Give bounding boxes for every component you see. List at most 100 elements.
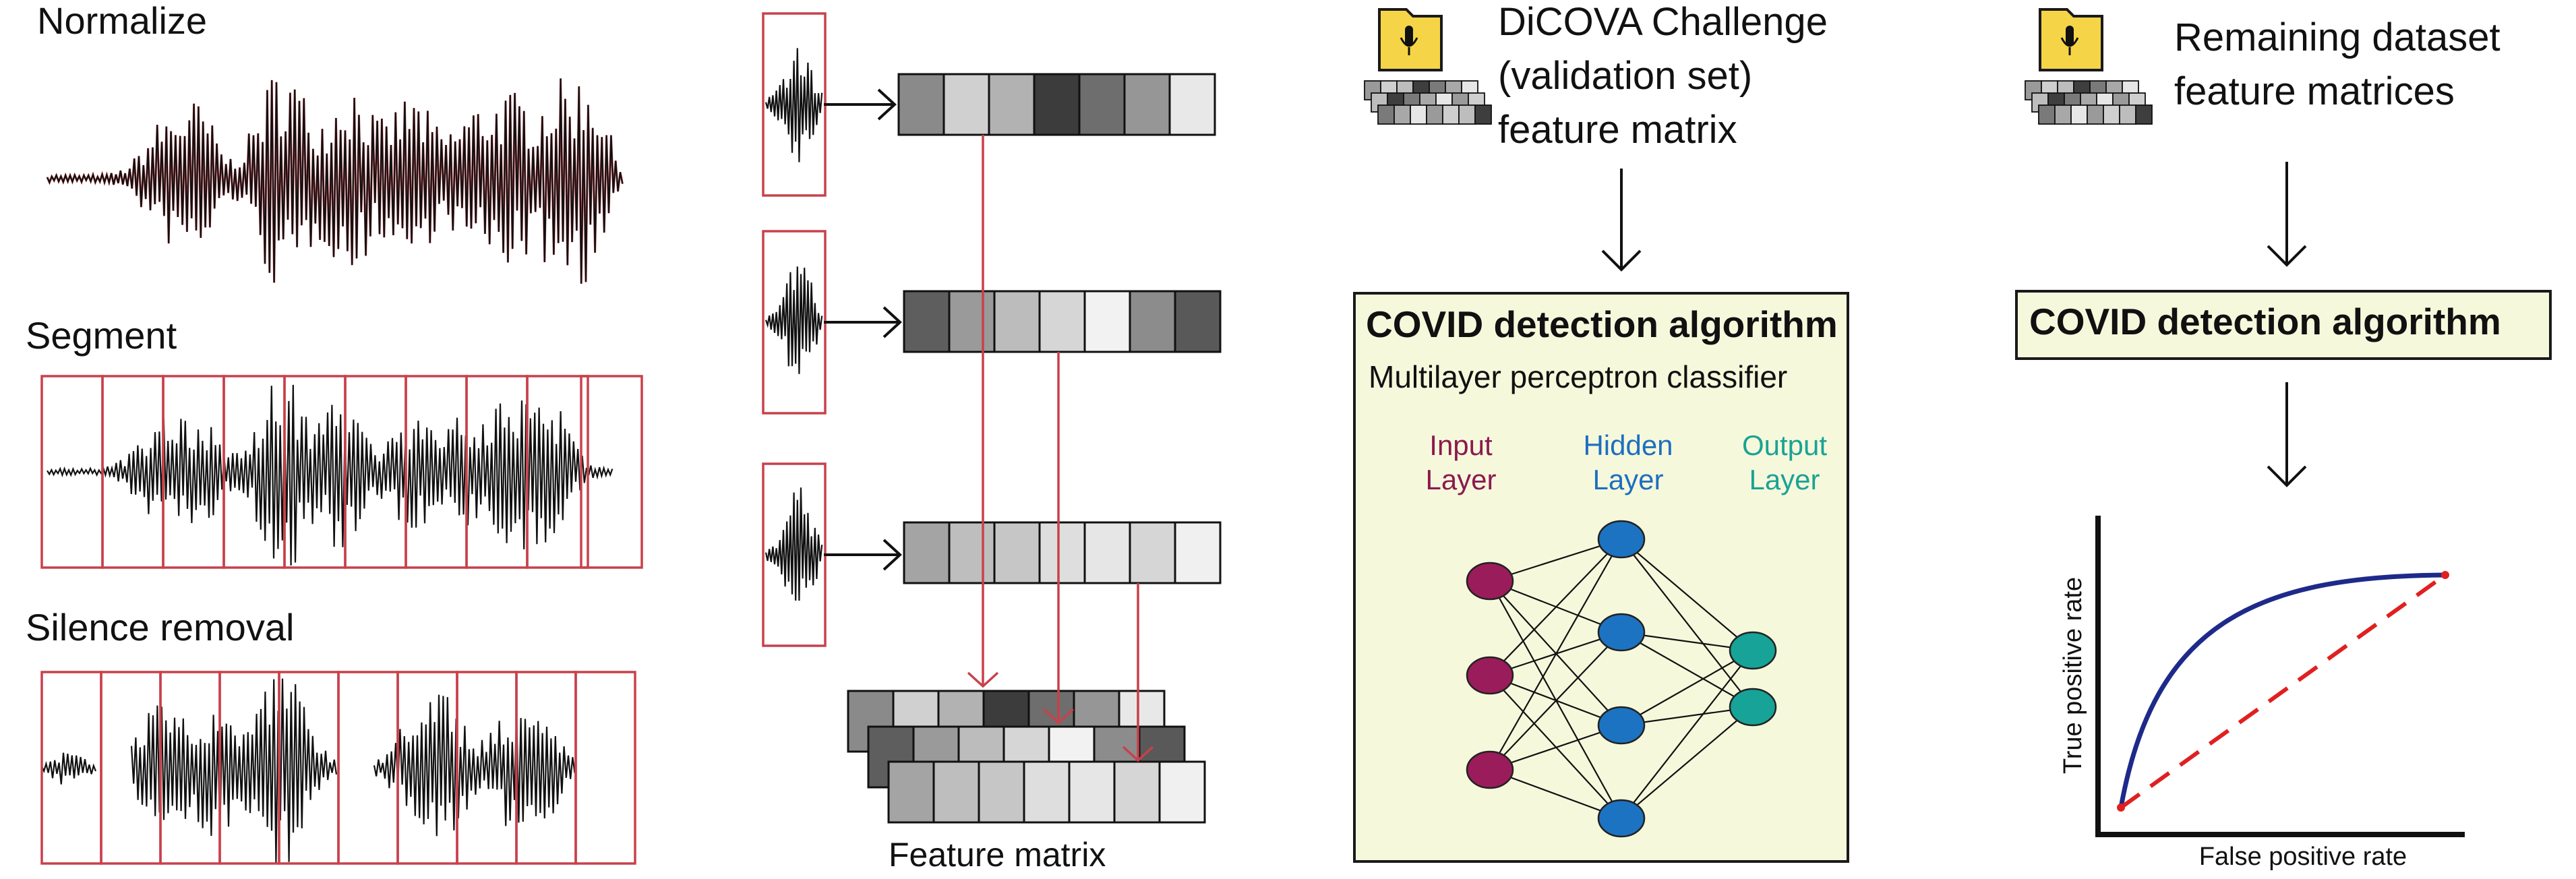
matrix-icon: [2103, 104, 2120, 125]
feature-matrix-cell: [932, 760, 980, 824]
feature-cell: [1083, 290, 1131, 353]
waveform-signal: [47, 384, 613, 566]
matrix-icon: [2070, 104, 2088, 125]
feature-matrix-cell: [1023, 760, 1071, 824]
matrix-icon: [1426, 104, 1443, 125]
feature-cell: [1174, 290, 1222, 353]
normalized-waveform: [46, 78, 624, 284]
waveform-signal: [46, 78, 624, 284]
projection-arrow-head: [1042, 708, 1075, 725]
frame-waveform: [765, 48, 823, 162]
roc-end-point: [2441, 571, 2449, 579]
microphone-icon: [2060, 37, 2079, 47]
microphone-icon: [1400, 37, 1418, 47]
feature-cell: [1083, 521, 1131, 584]
matrix-icon: [2054, 104, 2072, 125]
feature-cell: [1033, 73, 1081, 136]
remaining-title-line1: Remaining dataset: [2174, 16, 2500, 59]
microphone-icon: [1405, 26, 1413, 46]
feature-cell: [1078, 73, 1126, 136]
remaining-title-line2: feature matrices: [2174, 69, 2455, 113]
roc-chance-line: [2120, 573, 2447, 810]
roc-axes: [2095, 516, 2465, 837]
matrix-icon: [2135, 104, 2153, 125]
arrow-down-icon: [2267, 162, 2307, 267]
output-layer-label-line2: Layer: [1749, 464, 1820, 495]
dicova-title-line1: DiCOVA Challenge: [1498, 0, 1828, 44]
dicova-title-line2: (validation set): [1498, 54, 1752, 98]
segment-frame: [526, 375, 589, 569]
matrix-icon: [1458, 104, 1476, 125]
feature-cell: [1168, 73, 1216, 136]
matrix-icon: [1410, 104, 1427, 125]
hidden-node: [1597, 613, 1646, 652]
arrow-right-icon: [882, 539, 902, 571]
roc-xlabel: False positive rate: [2199, 843, 2407, 871]
feature-matrix-cell: [1068, 760, 1116, 824]
network-edge: [1489, 768, 1622, 820]
roc-plot: False positive rate True positive rate: [2059, 516, 2465, 871]
arrow-down-icon: [1601, 169, 1642, 272]
input-node: [1466, 562, 1514, 601]
feature-matrix-cell: [1158, 760, 1206, 824]
hidden-layer-label-line2: Layer: [1592, 464, 1663, 495]
feature-cell: [942, 73, 990, 136]
algorithm-box: [1353, 292, 1849, 863]
feature-cell: [897, 73, 945, 136]
matrix-icon: [1394, 104, 1411, 125]
network-edge: [1621, 650, 1754, 726]
hidden-node: [1597, 799, 1646, 838]
input-node: [1466, 750, 1514, 789]
segment-frame: [574, 671, 636, 865]
segment-frame: [337, 671, 399, 865]
hidden-layer-label-line1: Hidden: [1583, 429, 1673, 461]
matrix-icon: [1474, 104, 1492, 125]
dataset-folder-icon: [2025, 8, 2153, 125]
network-edge: [1621, 632, 1754, 708]
output-node: [1729, 631, 1777, 670]
frame-feature-extraction: [762, 12, 1222, 647]
silence-removed-frames: [40, 671, 636, 865]
silence-removed-waveform: [41, 678, 576, 863]
feature-cell: [993, 290, 1041, 353]
roc-curve: [2118, 572, 2446, 808]
feature-cell: [1038, 521, 1086, 584]
waveform-signal: [41, 752, 97, 785]
segment-frames: [40, 375, 643, 569]
projection-arrow-head: [1122, 746, 1154, 762]
network-edge: [1489, 539, 1622, 676]
matrix-icon: [1442, 104, 1460, 125]
output-layer-label-line1: Output: [1742, 429, 1827, 461]
feature-cell: [988, 73, 1036, 136]
feature-cell: [1123, 73, 1171, 136]
segmented-waveform: [47, 384, 613, 566]
feature-matrix-cell: [978, 760, 1025, 824]
feature-cell: [1129, 290, 1176, 353]
feature-cell: [1129, 521, 1176, 584]
neural-network: [1466, 520, 1777, 838]
algorithm-box-title: COVID detection algorithm: [1366, 303, 1838, 345]
hidden-node: [1597, 706, 1646, 745]
algorithm-box-subtitle: Multilayer perceptron classifier: [1369, 359, 1787, 394]
frame-waveform: [765, 487, 823, 601]
roc-ylabel: True positive rate: [2059, 577, 2087, 774]
waveform-signal: [373, 694, 576, 837]
arrow-down-icon: [2267, 382, 2307, 487]
input-node: [1466, 656, 1514, 695]
matrix-icon: [2087, 104, 2104, 125]
feature-cell: [1038, 290, 1086, 353]
dicova-title-line3: feature matrix: [1498, 108, 1737, 152]
feature-cell: [1174, 521, 1222, 584]
dataset-folder-icon: [1364, 8, 1492, 125]
segment-label: Segment: [26, 314, 177, 357]
arrow-right-icon: [877, 88, 897, 121]
feature-cell: [948, 521, 996, 584]
feature-cell: [948, 290, 996, 353]
algorithm-box-right: [2015, 290, 2552, 360]
network-edge: [1621, 706, 1754, 819]
hidden-node: [1597, 520, 1646, 559]
network-edge: [1489, 539, 1622, 770]
output-node: [1729, 688, 1777, 727]
input-layer-label-line1: Input: [1429, 429, 1493, 461]
